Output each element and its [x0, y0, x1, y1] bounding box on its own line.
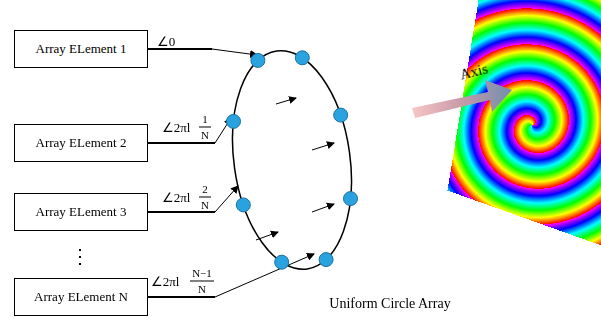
array-dot: [295, 51, 309, 65]
element-label: Array ELement 1: [36, 41, 127, 57]
phase-label: ∠2πl: [162, 191, 191, 204]
element-label: Array ELement 3: [36, 204, 127, 220]
array-dot: [319, 253, 333, 267]
array-circle: [219, 43, 364, 277]
array-dot: [227, 114, 241, 128]
array-dots: [227, 51, 358, 269]
ellipsis: ⋮: [70, 246, 90, 266]
element-label: Array ELement 2: [36, 135, 127, 151]
phase-label: ∠0: [157, 35, 176, 48]
array-element-box: Array ELement 3: [14, 193, 148, 231]
array-dot: [236, 198, 250, 212]
array-dot: [251, 53, 265, 67]
fraction-numerator: N−1: [192, 268, 212, 279]
spiral-phase-image: [440, 0, 601, 250]
feed-arrows: [212, 49, 314, 297]
axis-arrow: [412, 80, 512, 118]
feed-lines: [148, 49, 215, 297]
fraction-denominator: N: [201, 200, 209, 211]
direction-arrows: [256, 98, 334, 240]
fraction-numerator: 1: [202, 114, 208, 125]
fraction-denominator: N: [201, 130, 209, 141]
array-dot: [334, 108, 348, 122]
array-element-box: Array ELement 1: [14, 30, 148, 68]
element-label: Array ELement N: [34, 289, 128, 305]
array-dot: [344, 192, 358, 206]
phase-label: ∠2πl: [162, 121, 191, 134]
fraction-denominator: N: [198, 284, 206, 295]
array-element-box: Array ELement 2: [14, 124, 148, 162]
array-dot: [275, 255, 289, 269]
array-element-box: Array ELement N: [14, 278, 148, 316]
fraction-bars: [190, 127, 214, 281]
phase-label: ∠2πl: [151, 275, 180, 288]
array-caption: Uniform Circle Array: [329, 297, 450, 311]
fraction-numerator: 2: [202, 184, 208, 195]
